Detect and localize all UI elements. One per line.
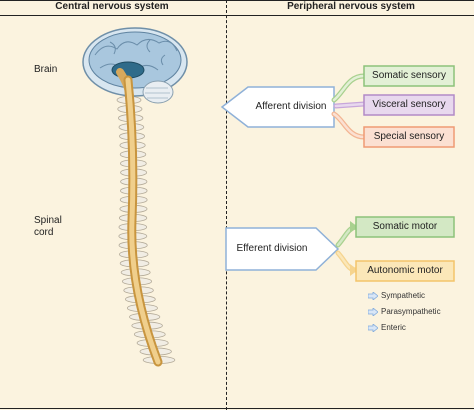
sympathetic-label: Sympathetic <box>381 291 426 300</box>
section-divider <box>226 0 227 410</box>
brain-illustration <box>82 27 188 104</box>
special-sensory-label: Special sensory <box>373 131 445 142</box>
pns-header: Peripheral nervous system <box>287 1 415 12</box>
subdivision-parasympathetic: Parasympathetic <box>368 307 441 316</box>
afferent-division-label: Afferent division <box>255 101 327 112</box>
visceral-sensory-label: Visceral sensory <box>372 99 446 110</box>
somatic-motor-label: Somatic motor <box>372 221 438 232</box>
header-bar <box>0 0 474 16</box>
efferent-target-boxes <box>355 216 455 282</box>
arrow-right-icon <box>368 307 378 316</box>
bottom-border <box>0 408 474 409</box>
autonomic-motor-label: Autonomic motor <box>367 265 443 276</box>
spinal-cord-label-line1: Spinal <box>34 215 62 226</box>
cns-header: Central nervous system <box>55 1 169 12</box>
subdivision-enteric: Enteric <box>368 323 406 332</box>
enteric-label: Enteric <box>381 323 406 332</box>
parasympathetic-label: Parasympathetic <box>381 307 441 316</box>
efferent-division-label: Efferent division <box>236 243 308 254</box>
arrow-right-icon <box>368 323 378 332</box>
spinal-cord-label-line2: cord <box>34 227 54 238</box>
brain-label: Brain <box>34 64 58 75</box>
subdivision-sympathetic: Sympathetic <box>368 291 425 300</box>
efferent-division-shape <box>225 227 340 271</box>
arrow-right-icon <box>368 291 378 300</box>
somatic-sensory-label: Somatic sensory <box>372 70 446 81</box>
afferent-target-boxes <box>363 65 455 148</box>
